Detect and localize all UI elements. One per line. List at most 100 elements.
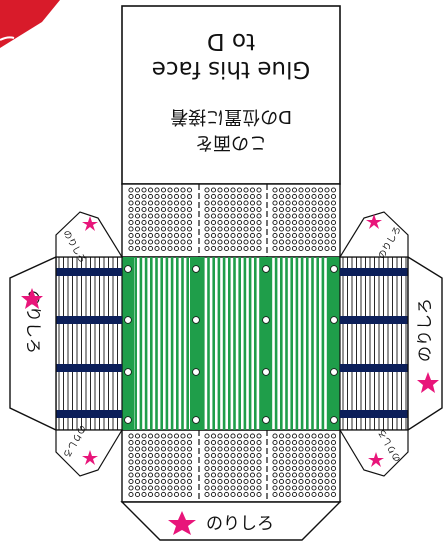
hole-icon bbox=[180, 465, 186, 472]
hole-icon bbox=[262, 265, 270, 273]
star-icon bbox=[366, 214, 382, 229]
star-icon bbox=[82, 216, 98, 231]
hole-icon bbox=[330, 245, 337, 252]
hole-icon bbox=[249, 433, 256, 439]
hole-icon bbox=[128, 232, 134, 239]
hole-icon bbox=[324, 452, 330, 459]
hole-icon bbox=[298, 446, 304, 452]
hole-icon bbox=[291, 472, 298, 478]
hole-icon bbox=[217, 459, 223, 465]
hole-icon bbox=[272, 452, 278, 459]
hole-icon bbox=[154, 433, 160, 439]
hole-icon bbox=[210, 187, 217, 193]
hole-icon bbox=[204, 446, 210, 452]
hole-icon bbox=[223, 213, 230, 219]
hole-icon bbox=[180, 245, 186, 252]
hole-icon bbox=[278, 239, 285, 245]
hole-icon bbox=[167, 213, 173, 219]
hole-icon bbox=[204, 193, 210, 200]
hole-icon bbox=[256, 187, 262, 193]
hole-icon bbox=[160, 433, 167, 439]
hole-icon bbox=[291, 206, 298, 213]
hole-icon bbox=[278, 219, 285, 226]
hole-icon bbox=[210, 239, 217, 245]
hole-icon bbox=[186, 219, 193, 226]
hole-icon bbox=[134, 478, 141, 485]
hole-icon bbox=[204, 485, 210, 491]
hole-icon bbox=[147, 452, 154, 459]
left-glue-tab: のりしろ bbox=[9, 255, 57, 432]
hole-icon bbox=[298, 213, 304, 219]
hole-icon bbox=[256, 472, 262, 478]
hole-icon bbox=[173, 206, 180, 213]
hole-icon bbox=[285, 213, 291, 219]
hole-icon bbox=[256, 465, 262, 472]
hole-icon bbox=[154, 472, 160, 478]
hole-icon bbox=[298, 226, 304, 232]
right-small-tab-top: のりしろ bbox=[338, 211, 409, 261]
left-side-panel bbox=[55, 256, 123, 431]
hole-icon bbox=[128, 491, 134, 498]
hole-icon bbox=[134, 245, 141, 252]
hole-icon bbox=[154, 485, 160, 491]
hole-icon bbox=[230, 239, 236, 245]
hole-icon bbox=[285, 200, 291, 206]
hole-icon bbox=[204, 465, 210, 472]
hole-icon bbox=[128, 245, 134, 252]
right-small-tab-bottom: のりしろ bbox=[338, 427, 409, 477]
hole-icon bbox=[217, 478, 223, 485]
hole-icon bbox=[311, 193, 317, 200]
hole-icon bbox=[291, 485, 298, 491]
hole-icon bbox=[285, 433, 291, 439]
hole-icon bbox=[236, 472, 243, 478]
hole-icon bbox=[236, 193, 243, 200]
hole-icon bbox=[330, 439, 337, 446]
hole-icon bbox=[141, 239, 147, 245]
hole-icon bbox=[128, 219, 134, 226]
glue-face-target-ja: Dの位置に接着 bbox=[170, 106, 292, 127]
glue-face-title-ja: この面を bbox=[195, 132, 267, 153]
hole-icon bbox=[160, 245, 167, 252]
hole-icon bbox=[236, 491, 243, 498]
hole-icon bbox=[324, 232, 330, 239]
hole-icon bbox=[186, 452, 193, 459]
hole-icon bbox=[278, 485, 285, 491]
hole-icon bbox=[167, 245, 173, 252]
star-icon bbox=[168, 511, 196, 535]
hole-icon bbox=[243, 465, 249, 472]
hole-icon bbox=[243, 239, 249, 245]
hole-icon bbox=[291, 446, 298, 452]
hole-icon bbox=[154, 232, 160, 239]
hole-icon bbox=[210, 206, 217, 213]
hole-icon bbox=[285, 206, 291, 213]
hole-icon bbox=[223, 485, 230, 491]
hole-icon bbox=[272, 206, 278, 213]
hole-icon bbox=[243, 200, 249, 206]
hole-icon bbox=[317, 459, 324, 465]
hole-icon bbox=[186, 245, 193, 252]
hole-icon bbox=[272, 491, 278, 498]
hole-icon bbox=[285, 452, 291, 459]
hole-icon bbox=[186, 491, 193, 498]
hole-icon bbox=[147, 187, 154, 193]
hole-icon bbox=[230, 478, 236, 485]
hole-icon bbox=[180, 491, 186, 498]
hole-icon bbox=[128, 485, 134, 491]
hole-icon bbox=[217, 472, 223, 478]
hole-icon bbox=[311, 452, 317, 459]
hole-icon bbox=[236, 232, 243, 239]
hole-icon bbox=[304, 219, 311, 226]
hole-icon bbox=[324, 446, 330, 452]
hole-icon bbox=[167, 433, 173, 439]
hole-icon bbox=[210, 485, 217, 491]
hole-icon bbox=[272, 226, 278, 232]
hole-icon bbox=[192, 368, 200, 376]
hole-icon bbox=[167, 446, 173, 452]
hole-icon bbox=[330, 472, 337, 478]
hole-icon bbox=[160, 213, 167, 219]
hole-icon bbox=[167, 226, 173, 232]
hole-icon bbox=[236, 452, 243, 459]
hole-icon bbox=[204, 452, 210, 459]
hole-icon bbox=[278, 232, 285, 239]
hole-icon bbox=[141, 193, 147, 200]
